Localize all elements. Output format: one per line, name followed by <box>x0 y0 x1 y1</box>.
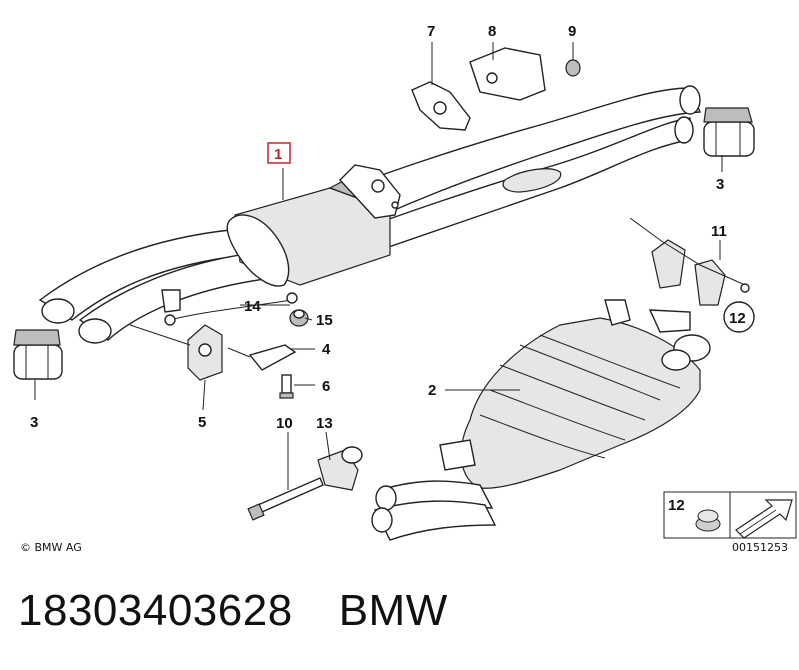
grommet-icon <box>695 509 721 532</box>
callout-11[interactable]: 11 <box>711 223 727 240</box>
nut-9 <box>565 59 581 77</box>
bracket-8 <box>469 47 546 101</box>
part-number: 18303403628 <box>18 586 293 635</box>
callout-3-front[interactable]: 3 <box>30 414 38 431</box>
rubber-mount-5 <box>129 324 223 381</box>
grommet-15 <box>289 309 309 327</box>
callout-15[interactable]: 15 <box>316 312 333 329</box>
callout-5[interactable]: 5 <box>198 414 206 431</box>
callout-6[interactable]: 6 <box>322 378 330 395</box>
legend-label-12: 12 <box>668 497 685 514</box>
rear-silencer <box>371 299 711 541</box>
figure-number: 00151253 <box>732 541 788 554</box>
callout-12-circle <box>723 301 755 333</box>
bolt-10 <box>247 477 324 521</box>
bracket-4 <box>227 344 297 371</box>
callout-2[interactable]: 2 <box>428 382 436 399</box>
callout-labels: 1 2 3 3 4 5 6 7 8 9 10 11 12 13 14 15 <box>30 23 755 432</box>
buffer-13 <box>317 446 363 491</box>
callout-4[interactable]: 4 <box>322 341 331 358</box>
clamp-rear <box>703 107 755 157</box>
callout-3-rear[interactable]: 3 <box>716 176 724 193</box>
callout-9[interactable]: 9 <box>568 23 576 40</box>
bolt-6 <box>279 374 294 399</box>
part-number-caption: 18303403628 BMW <box>18 586 448 636</box>
copyright-text: © BMW AG <box>20 541 82 554</box>
callout-8[interactable]: 8 <box>488 23 496 40</box>
strap-14 <box>161 289 298 326</box>
brand-name: BMW <box>338 586 448 635</box>
callout-10[interactable]: 10 <box>276 415 293 432</box>
highlight-box-1 <box>267 142 291 164</box>
center-silencer-pipe-assembly <box>38 85 702 344</box>
callout-1[interactable]: 1 <box>274 146 282 163</box>
callout-13[interactable]: 13 <box>316 415 333 432</box>
callout-14[interactable]: 14 <box>244 298 261 315</box>
bracket-7 <box>411 81 471 131</box>
leader-lines <box>34 42 723 490</box>
clamp-front <box>13 329 63 380</box>
legend-box: 12 <box>663 491 797 539</box>
rubber-mount-11 <box>629 217 750 306</box>
exhaust-parts-diagram: 1 2 3 3 4 5 6 7 8 9 10 11 12 13 14 15 12… <box>13 23 797 554</box>
callout-12[interactable]: 12 <box>729 310 746 327</box>
callout-7[interactable]: 7 <box>427 23 435 40</box>
direction-arrow-icon <box>735 499 793 539</box>
